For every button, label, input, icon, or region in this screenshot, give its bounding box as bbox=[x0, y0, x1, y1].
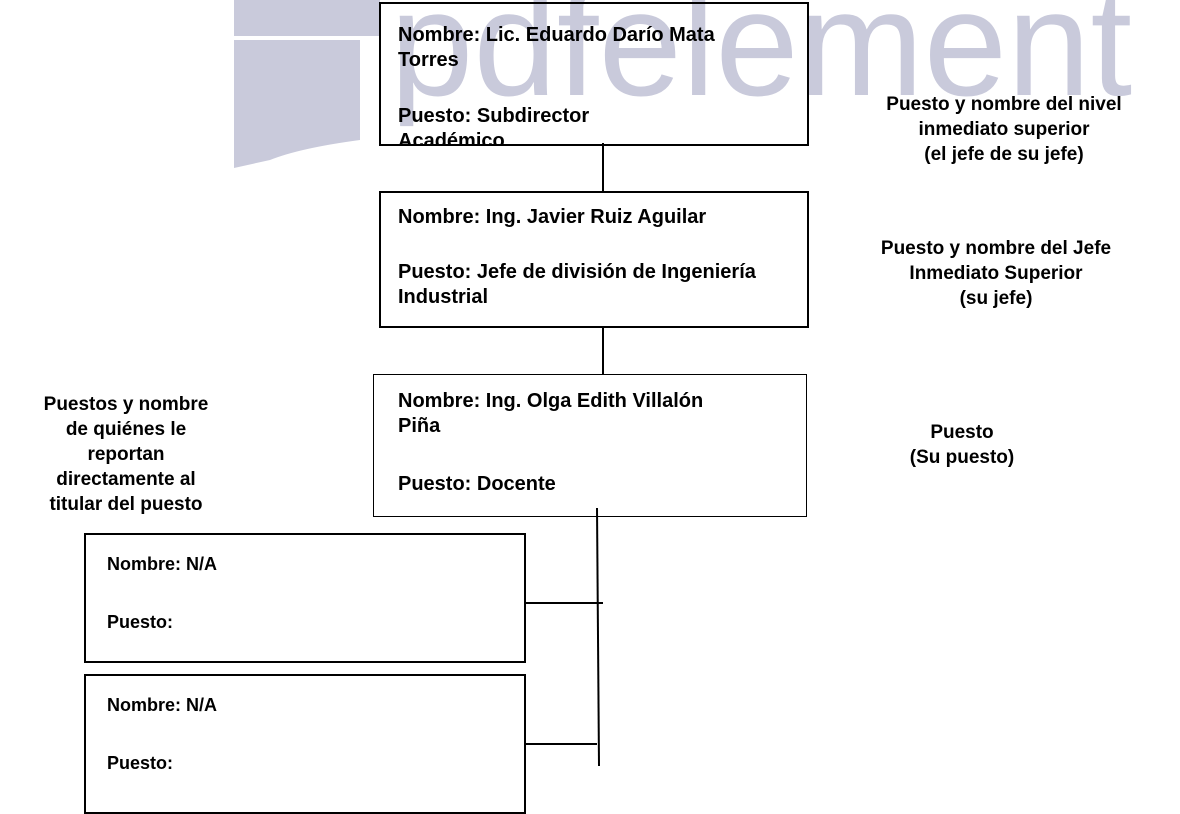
box-subordinado-1: Nombre: N/A Puesto: bbox=[84, 533, 526, 663]
pdfelement-watermark: pdfelement bbox=[234, 0, 1132, 168]
label-sub-line-3: reportan bbox=[87, 444, 165, 465]
superior-puesto: Puesto: Subdirector Académico bbox=[398, 105, 590, 146]
superior-nombre: Nombre: Lic. Eduardo Darío Mata Torres bbox=[398, 24, 715, 71]
label-sub-line-4: directamente al bbox=[56, 469, 196, 490]
label-jefe-line-1: Puesto y nombre del Jefe bbox=[880, 238, 1112, 259]
box-superior: Nombre: Lic. Eduardo Darío Mata Torres P… bbox=[379, 2, 809, 146]
sub2-puesto: Puesto: bbox=[107, 753, 174, 773]
watermark-logo-bar bbox=[234, 0, 380, 36]
label-superior-line-1: Puesto y nombre del nivel bbox=[886, 94, 1122, 115]
label-sub-line-1: Puestos y nombre bbox=[43, 394, 209, 415]
sub1-puesto: Puesto: bbox=[107, 612, 174, 632]
box-propio: Nombre: Ing. Olga Edith Villalón Piña Pu… bbox=[373, 374, 807, 517]
jefe-nombre: Nombre: Ing. Javier Ruiz Aguilar bbox=[398, 206, 707, 228]
box-jefe: Nombre: Ing. Javier Ruiz Aguilar Puesto:… bbox=[379, 191, 809, 328]
label-subordinados: Puestos y nombre de quiénes le reportan … bbox=[0, 392, 252, 534]
connector-propio-trunk bbox=[596, 507, 600, 767]
label-superior-line-2: inmediato superior bbox=[918, 119, 1090, 140]
label-sub-line-2: de quiénes le bbox=[65, 419, 187, 440]
label-superior-line-3: (el jefe de su jefe) bbox=[924, 144, 1084, 165]
watermark-text: pdfelement bbox=[390, 0, 1132, 127]
label-sub-line-5: titular del puesto bbox=[49, 494, 203, 515]
propio-nombre: Nombre: Ing. Olga Edith Villalón Piña bbox=[398, 390, 704, 437]
propio-puesto: Puesto: Docente bbox=[398, 473, 556, 495]
label-jefe-line-3: (su jefe) bbox=[959, 288, 1033, 309]
sub1-nombre: Nombre: N/A bbox=[107, 554, 218, 574]
watermark-logo-shape bbox=[234, 40, 360, 168]
label-propio-line-2: (Su puesto) bbox=[909, 447, 1015, 468]
label-jefe-line-2: Inmediato Superior bbox=[909, 263, 1083, 284]
label-propio: Puesto (Su puesto) bbox=[872, 420, 1052, 470]
box-subordinado-2: Nombre: N/A Puesto: bbox=[84, 674, 526, 814]
sub2-nombre: Nombre: N/A bbox=[107, 695, 218, 715]
label-superior: Puesto y nombre del nivel inmediato supe… bbox=[836, 92, 1172, 167]
label-propio-line-1: Puesto bbox=[930, 422, 994, 443]
label-jefe: Puesto y nombre del Jefe Inmediato Super… bbox=[828, 236, 1164, 326]
jefe-puesto: Puesto: Jefe de división de Ingeniería I… bbox=[398, 260, 778, 310]
